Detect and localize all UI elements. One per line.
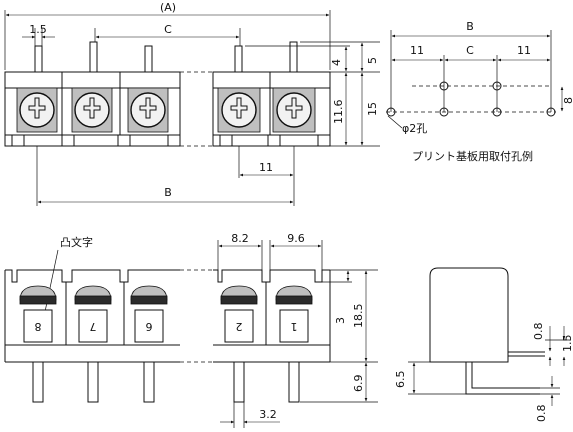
dim-pin-total: 5 — [366, 57, 379, 64]
terminal-head: 8 — [19, 285, 57, 343]
bottom-dim-lead-width: 3.2 — [259, 408, 277, 421]
side-dim-lead-height: 6.5 — [394, 371, 407, 389]
dim-overall: (A) — [160, 1, 176, 14]
bottom-dim-h-small: 3 — [334, 317, 347, 324]
dim-mount-span: B — [164, 186, 172, 199]
pcb-hole — [439, 81, 449, 91]
side-dim-pin-height: 1.5 — [561, 335, 573, 353]
terminal-mark: 6 — [146, 320, 153, 333]
terminal-mark: 1 — [291, 320, 298, 333]
screw-cell — [16, 87, 58, 133]
dim-pitch: 11 — [259, 161, 273, 174]
marking-label: 凸文字 — [60, 235, 93, 249]
dim-pin-width: 1.5 — [29, 23, 47, 36]
dim-pin-top: 4 — [330, 59, 343, 66]
pcb-dim-left: 11 — [410, 44, 424, 57]
screw-cell — [217, 87, 261, 133]
bottom-dim-h-total: 18.5 — [352, 304, 365, 329]
pcb-hole-label: φ2孔 — [402, 122, 427, 135]
screw-cell — [272, 87, 316, 133]
side-dim-top-offset: 0.8 — [532, 323, 545, 341]
bottom-dim-w2: 9.6 — [287, 232, 305, 245]
pcb-dim-span: B — [466, 20, 474, 33]
pcb-pattern: B 11 C 11 8 φ2孔 プリント基板用取付孔例 — [386, 20, 573, 163]
bottom-view: 凸文字 8 7 — [4, 232, 378, 428]
pcb-hole — [386, 107, 396, 117]
pcb-hole — [492, 81, 502, 91]
screw-cell — [127, 87, 169, 133]
terminal-mark: 2 — [236, 320, 243, 333]
front-view: (A) 1.5 C — [4, 1, 380, 206]
pcb-hole — [546, 107, 556, 117]
dim-pitch-span: C — [164, 23, 172, 36]
screw-cell — [71, 87, 113, 133]
side-dim-bottom-thickness: 0.8 — [535, 405, 548, 423]
pcb-hole — [439, 107, 449, 117]
dim-body-height: 11.6 — [332, 100, 345, 125]
pcb-caption: プリント基板用取付孔例 — [412, 149, 533, 163]
dim-total-height: 15 — [366, 102, 379, 116]
pcb-dim-right: 11 — [517, 44, 531, 57]
terminal-mark: 7 — [90, 320, 97, 333]
side-view: 6.5 0.8 1.5 0.8 — [394, 267, 573, 423]
terminal-head: 2 — [220, 285, 258, 343]
terminal-head: 1 — [275, 285, 313, 343]
bottom-dim-h-lead: 6.9 — [352, 375, 365, 393]
terminal-head: 6 — [130, 285, 168, 343]
pcb-dim-middle: C — [466, 44, 474, 57]
terminal-mark: 8 — [35, 320, 42, 333]
pcb-dim-row-gap: 8 — [562, 97, 573, 104]
terminal-head: 7 — [74, 285, 112, 343]
bottom-dim-w1: 8.2 — [231, 232, 249, 245]
pcb-hole — [492, 107, 502, 117]
